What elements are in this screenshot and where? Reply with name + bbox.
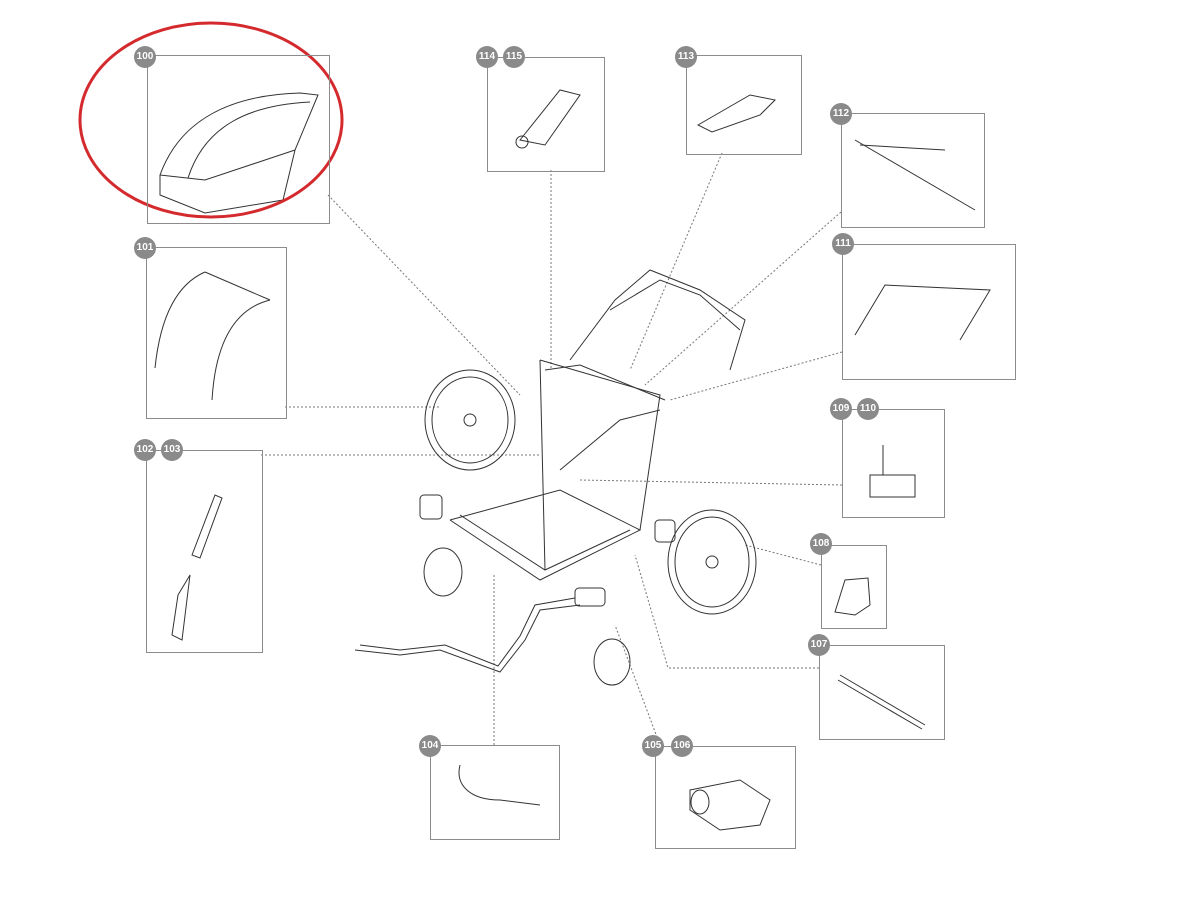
part-box-104[interactable]	[430, 745, 560, 840]
part-box-100[interactable]	[147, 55, 330, 224]
part-101-drawing	[154, 271, 271, 401]
stroller-assembly	[354, 269, 757, 686]
part-box-111[interactable]	[842, 244, 1016, 380]
part-111-drawing	[854, 284, 991, 341]
part-104-drawing	[458, 764, 541, 806]
part-102-drawing	[171, 494, 223, 641]
part-box-101[interactable]	[146, 247, 287, 419]
part-box-112[interactable]	[841, 113, 985, 228]
part-badge-106[interactable]: 106	[671, 735, 693, 757]
part-badge-110[interactable]: 110	[857, 398, 879, 420]
part-badge-113[interactable]: 113	[675, 46, 697, 68]
part-109-drawing	[869, 445, 916, 498]
selection-highlight	[78, 21, 344, 219]
part-badge-114[interactable]: 114	[476, 46, 498, 68]
part-114-drawing	[515, 89, 581, 149]
leader-lines	[261, 152, 843, 746]
part-105-drawing	[689, 779, 771, 831]
part-badge-103[interactable]: 103	[161, 439, 183, 461]
part-box-107[interactable]	[819, 645, 945, 740]
part-badge-101[interactable]: 101	[134, 237, 156, 259]
part-badge-112[interactable]: 112	[830, 103, 852, 125]
part-badge-104[interactable]: 104	[419, 735, 441, 757]
part-badge-108[interactable]: 108	[810, 533, 832, 555]
part-badge-115[interactable]: 115	[503, 46, 525, 68]
part-112-drawing	[854, 139, 976, 211]
part-108-drawing	[834, 577, 871, 616]
part-box-109-110[interactable]	[842, 409, 945, 518]
part-box-108[interactable]	[821, 545, 887, 629]
part-badge-102[interactable]: 102	[134, 439, 156, 461]
part-box-113[interactable]	[686, 55, 802, 155]
part-badge-105[interactable]: 105	[642, 735, 664, 757]
part-113-drawing	[696, 94, 777, 133]
part-107-drawing	[837, 674, 926, 730]
part-badge-107[interactable]: 107	[808, 634, 830, 656]
part-badge-100[interactable]: 100	[134, 46, 156, 68]
part-badge-111[interactable]: 111	[832, 233, 854, 255]
part-box-102-103[interactable]	[146, 450, 263, 653]
part-box-105-106[interactable]	[655, 746, 796, 849]
part-badge-109[interactable]: 109	[830, 398, 852, 420]
part-box-114-115[interactable]	[487, 57, 605, 172]
part-100-canopy-drawing	[159, 92, 319, 214]
